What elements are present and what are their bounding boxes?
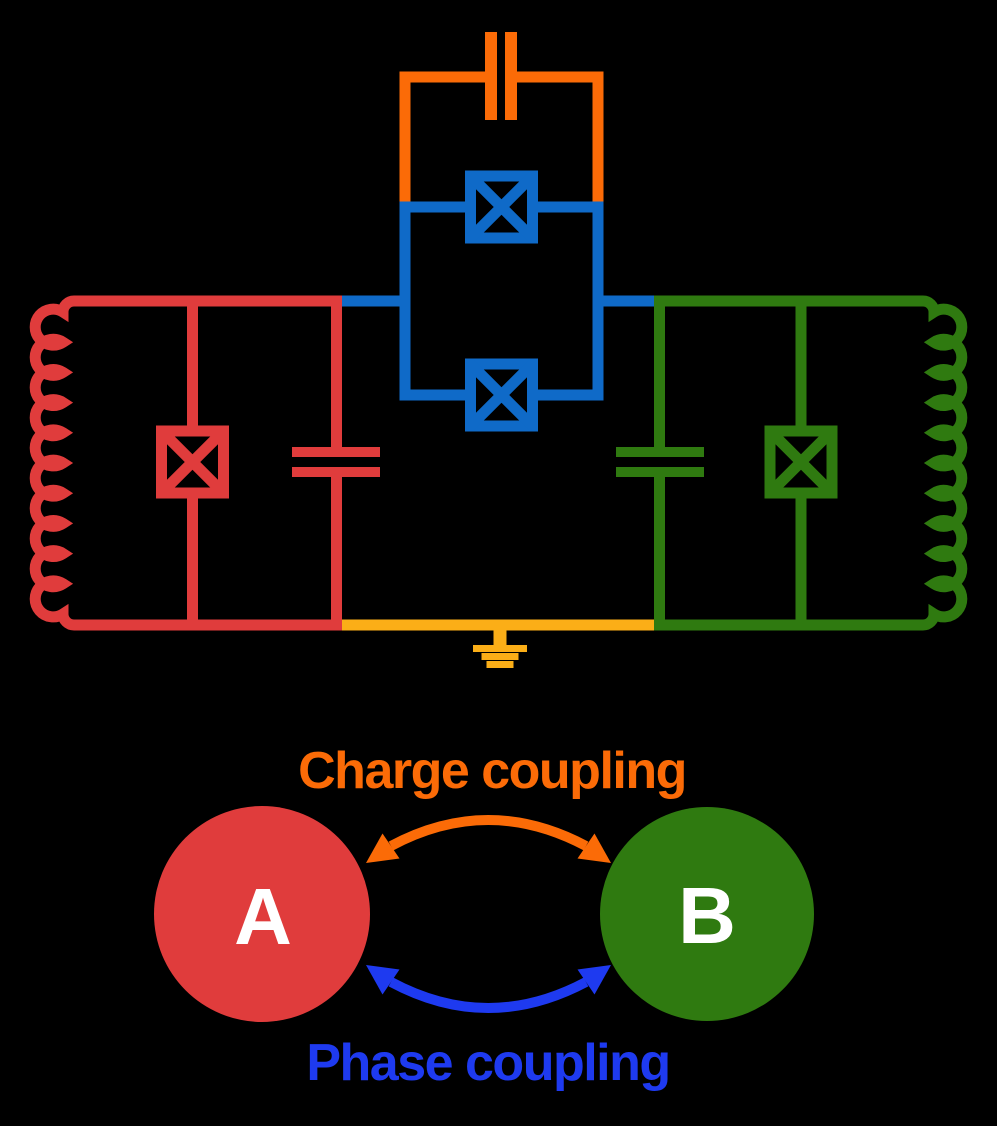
ground-rail-circuit: [336, 619, 661, 668]
coupler-wire-right: [516, 71, 604, 212]
inductor-icon: [654, 295, 968, 631]
phase-coupling-squid-circuit: [330, 170, 668, 432]
arrowhead-icon: [366, 965, 400, 995]
phase-coupling-arrow: [366, 965, 611, 1013]
arrowhead-icon: [366, 833, 400, 863]
charge-coupling-arrow: [366, 815, 611, 863]
capacitor-icon: [292, 296, 380, 630]
josephson-junction-icon: [465, 170, 538, 244]
charge-coupling-label: Charge coupling: [298, 742, 687, 800]
arrow-arc: [388, 977, 589, 1013]
node-a-circle: [154, 806, 370, 1022]
phase-coupling-label: Phase coupling: [306, 1034, 671, 1092]
josephson-junction-icon: [156, 425, 229, 499]
node-b-circle: [600, 807, 814, 1021]
capacitor-icon: [485, 32, 517, 120]
qubit-a-circuit: [29, 295, 380, 631]
ground-icon: [473, 627, 527, 668]
inductor-icon: [29, 295, 342, 631]
josephson-junction-icon: [465, 358, 538, 432]
arrowhead-icon: [577, 965, 611, 995]
node-b-label: B: [678, 871, 736, 960]
josephson-junction-icon: [764, 425, 838, 499]
arrowhead-icon: [577, 833, 611, 863]
arrow-arc: [388, 815, 589, 851]
qubit-b-circuit: [616, 295, 968, 631]
node-a-label: A: [234, 872, 292, 961]
capacitor-icon: [616, 296, 704, 630]
charge-coupling-capacitor-circuit: [399, 32, 604, 212]
coupler-wire-left: [399, 71, 486, 212]
